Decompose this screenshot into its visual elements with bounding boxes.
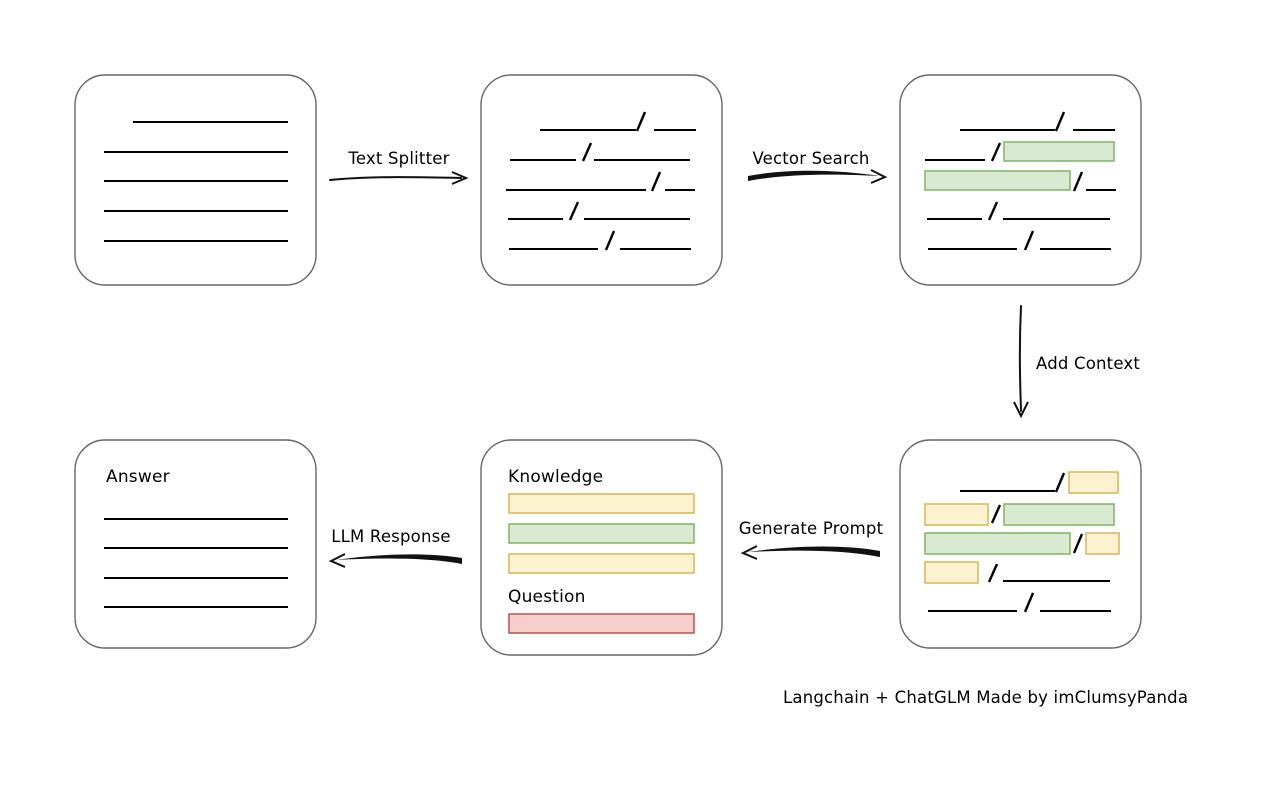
prompt-knowledge-heading: Knowledge <box>508 467 603 487</box>
edge-text-splitter-arrowhead <box>451 171 469 185</box>
context-chunk-green-1 <box>1003 503 1115 526</box>
edge-vector-search-arrowhead <box>870 169 888 184</box>
prompt-question-heading: Question <box>508 587 586 607</box>
edge-add-context-label: Add Context <box>1036 354 1140 373</box>
source-document-lines <box>104 120 288 243</box>
answer-box-frame <box>74 439 317 649</box>
answer-box[interactable]: Answer <box>74 439 317 649</box>
edge-text-splitter[interactable]: Text Splitter <box>329 149 469 185</box>
edge-add-context[interactable]: Add Context <box>1013 305 1140 419</box>
context-chunk-green-2 <box>924 532 1071 555</box>
context-document-lines <box>924 471 1120 613</box>
edge-text-splitter-line <box>329 176 462 181</box>
edge-text-splitter-label: Text Splitter <box>347 149 449 168</box>
edge-vector-search-label: Vector Search <box>752 149 869 168</box>
prompt-knowledge-bar-2 <box>508 523 695 544</box>
prompt-knowledge-bar-1 <box>508 493 695 514</box>
edge-vector-search-line <box>748 170 880 181</box>
prompt-question-bar-1 <box>508 613 695 634</box>
matched-document-box[interactable] <box>899 74 1142 286</box>
prompt-knowledge-bar-3 <box>508 553 695 574</box>
edge-llm-response-label: LLM Response <box>331 527 451 546</box>
edge-llm-response-arrowhead <box>328 553 346 568</box>
answer-box-lines <box>104 517 288 609</box>
edge-llm-response[interactable]: LLM Response <box>328 527 462 568</box>
context-document-box[interactable] <box>899 439 1142 649</box>
edge-add-context-line <box>1018 305 1022 412</box>
edge-add-context-arrowhead <box>1013 401 1029 419</box>
context-chunk-yellow-3 <box>1085 532 1120 555</box>
edge-generate-prompt-arrowhead <box>740 545 758 560</box>
edge-vector-search[interactable]: Vector Search <box>748 149 888 184</box>
prompt-knowledge-bars <box>508 493 695 574</box>
edge-generate-prompt-label: Generate Prompt <box>739 519 884 538</box>
edge-generate-prompt-line <box>748 546 880 557</box>
split-document-box-frame <box>480 74 723 286</box>
diagram-caption: Langchain + ChatGLM Made by imClumsyPand… <box>783 688 1188 707</box>
matched-chunk-green-1 <box>1003 141 1115 162</box>
split-document-box[interactable] <box>480 74 723 286</box>
matched-document-lines <box>924 111 1116 251</box>
context-chunk-yellow-2 <box>924 503 989 526</box>
context-chunk-yellow-1 <box>1068 471 1119 494</box>
prompt-box[interactable]: Knowledge Question <box>480 439 723 656</box>
edge-generate-prompt[interactable]: Generate Prompt <box>739 519 884 560</box>
context-chunk-yellow-4 <box>924 561 979 584</box>
prompt-question-bars <box>508 613 695 634</box>
answer-box-title: Answer <box>106 467 170 487</box>
source-document-box[interactable] <box>74 74 317 286</box>
edge-llm-response-line <box>336 554 462 564</box>
split-document-lines <box>506 111 696 251</box>
matched-chunk-green-2 <box>924 170 1071 191</box>
